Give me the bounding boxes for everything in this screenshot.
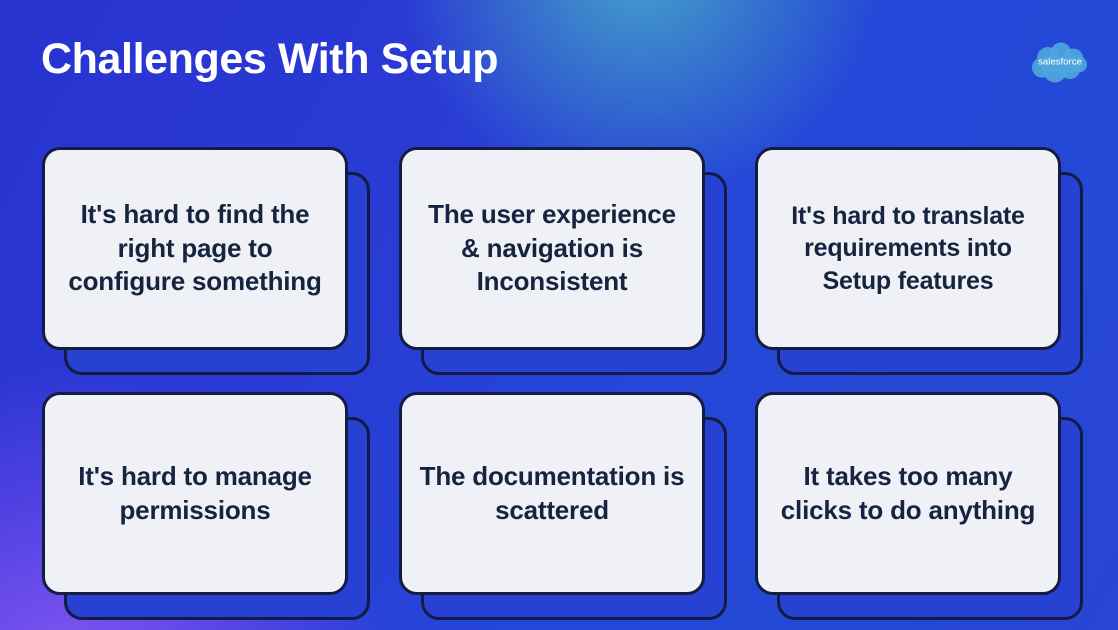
- card-face: The user experience & navigation is Inco…: [399, 147, 705, 350]
- card-label: It's hard to manage permissions: [78, 460, 312, 525]
- challenge-card-ux-navigation[interactable]: The user experience & navigation is Inco…: [399, 147, 727, 375]
- card-label: It's hard to find the right page to conf…: [68, 199, 322, 297]
- salesforce-logo-icon: salesforce: [1028, 40, 1092, 86]
- challenge-card-too-many-clicks[interactable]: It takes too many clicks to do anything: [755, 392, 1083, 620]
- card-face: It takes too many clicks to do anything: [755, 392, 1061, 595]
- challenge-card-manage-permissions[interactable]: It's hard to manage permissions: [42, 392, 370, 620]
- card-face: It's hard to find the right page to conf…: [42, 147, 348, 350]
- card-label: It's hard to translate requirements into…: [791, 202, 1025, 295]
- page-title: Challenges With Setup: [41, 35, 499, 83]
- challenge-card-documentation[interactable]: The documentation is scattered: [399, 392, 727, 620]
- card-face: It's hard to translate requirements into…: [755, 147, 1061, 350]
- card-label: The user experience & navigation is Inco…: [428, 199, 676, 297]
- card-face: The documentation is scattered: [399, 392, 705, 595]
- challenge-card-find-right-page[interactable]: It's hard to find the right page to conf…: [42, 147, 370, 375]
- card-label: The documentation is scattered: [419, 460, 685, 525]
- svg-text:salesforce: salesforce: [1038, 57, 1082, 68]
- card-face: It's hard to manage permissions: [42, 392, 348, 595]
- challenge-card-translate-requirements[interactable]: It's hard to translate requirements into…: [755, 147, 1083, 375]
- card-label: It takes too many clicks to do anything: [780, 460, 1036, 525]
